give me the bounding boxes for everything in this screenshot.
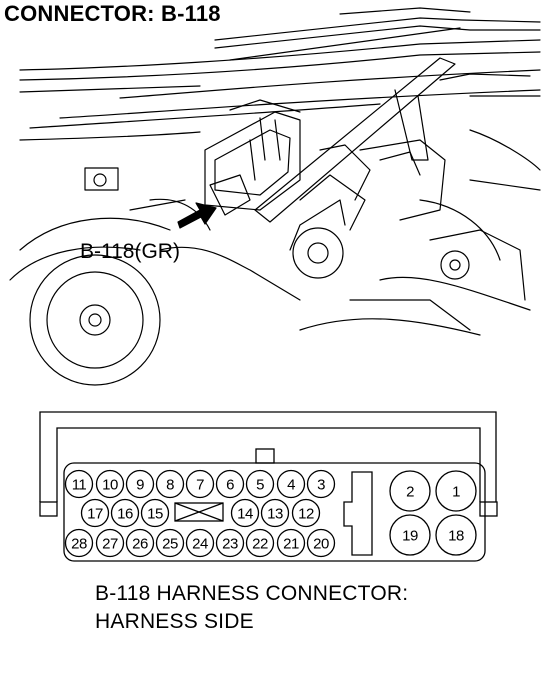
terminal-7 xyxy=(185,469,215,499)
terminal-label-11: 11 xyxy=(72,476,87,493)
terminal-22 xyxy=(245,528,275,558)
terminal-label-23: 23 xyxy=(222,535,238,552)
terminal-label-25: 25 xyxy=(162,535,178,552)
caption-harness-side: HARNESS SIDE xyxy=(95,610,254,633)
terminal-23 xyxy=(215,528,245,558)
terminal-2 xyxy=(389,470,431,512)
terminal-17 xyxy=(80,498,110,528)
caption-connector-name: B-118 HARNESS CONNECTOR: xyxy=(95,582,409,605)
terminal-label-24: 24 xyxy=(192,535,208,552)
terminal-1 xyxy=(435,470,477,512)
terminal-label-9: 9 xyxy=(136,476,144,493)
terminal-19 xyxy=(389,514,431,556)
terminal-label-18: 18 xyxy=(448,527,464,544)
terminal-label-6: 6 xyxy=(226,476,234,493)
terminal-4 xyxy=(276,469,306,499)
connector-callout-label: B-118(GR) xyxy=(80,240,180,263)
terminal-label-4: 4 xyxy=(287,476,295,493)
terminal-9 xyxy=(125,469,155,499)
terminal-label-10: 10 xyxy=(102,476,118,493)
terminal-label-13: 13 xyxy=(267,505,283,522)
terminal-16 xyxy=(110,498,140,528)
terminal-6 xyxy=(215,469,245,499)
terminal-label-19: 19 xyxy=(402,527,418,544)
terminal-label-17: 17 xyxy=(87,505,103,522)
terminal-label-28: 28 xyxy=(71,535,87,552)
terminal-label-1: 1 xyxy=(452,483,460,500)
terminal-3 xyxy=(306,469,336,499)
terminal-26 xyxy=(125,528,155,558)
terminal-label-3: 3 xyxy=(317,476,325,493)
terminal-28 xyxy=(64,528,94,558)
terminal-13 xyxy=(260,498,290,528)
terminal-14 xyxy=(230,498,260,528)
terminal-label-20: 20 xyxy=(313,535,329,552)
terminal-8 xyxy=(155,469,185,499)
terminal-label-21: 21 xyxy=(283,535,299,552)
page-title: CONNECTOR: B-118 xyxy=(4,1,221,26)
terminal-15 xyxy=(140,498,170,528)
terminal-11 xyxy=(64,469,94,499)
terminal-label-5: 5 xyxy=(256,476,264,493)
terminal-label-16: 16 xyxy=(117,505,133,522)
terminal-label-7: 7 xyxy=(196,476,204,493)
terminal-label-14: 14 xyxy=(237,505,253,522)
terminal-12 xyxy=(291,498,321,528)
terminal-label-2: 2 xyxy=(406,483,414,500)
terminal-label-12: 12 xyxy=(298,505,314,522)
terminal-label-26: 26 xyxy=(132,535,148,552)
terminal-27 xyxy=(95,528,125,558)
terminal-25 xyxy=(155,528,185,558)
terminal-label-22: 22 xyxy=(252,535,268,552)
terminal-21 xyxy=(276,528,306,558)
terminal-label-27: 27 xyxy=(102,535,118,552)
terminal-5 xyxy=(245,469,275,499)
terminal-18 xyxy=(435,514,477,556)
terminal-10 xyxy=(95,469,125,499)
terminal-24 xyxy=(185,528,215,558)
terminal-20 xyxy=(306,528,336,558)
terminal-label-8: 8 xyxy=(166,476,174,493)
terminal-label-15: 15 xyxy=(147,505,163,522)
